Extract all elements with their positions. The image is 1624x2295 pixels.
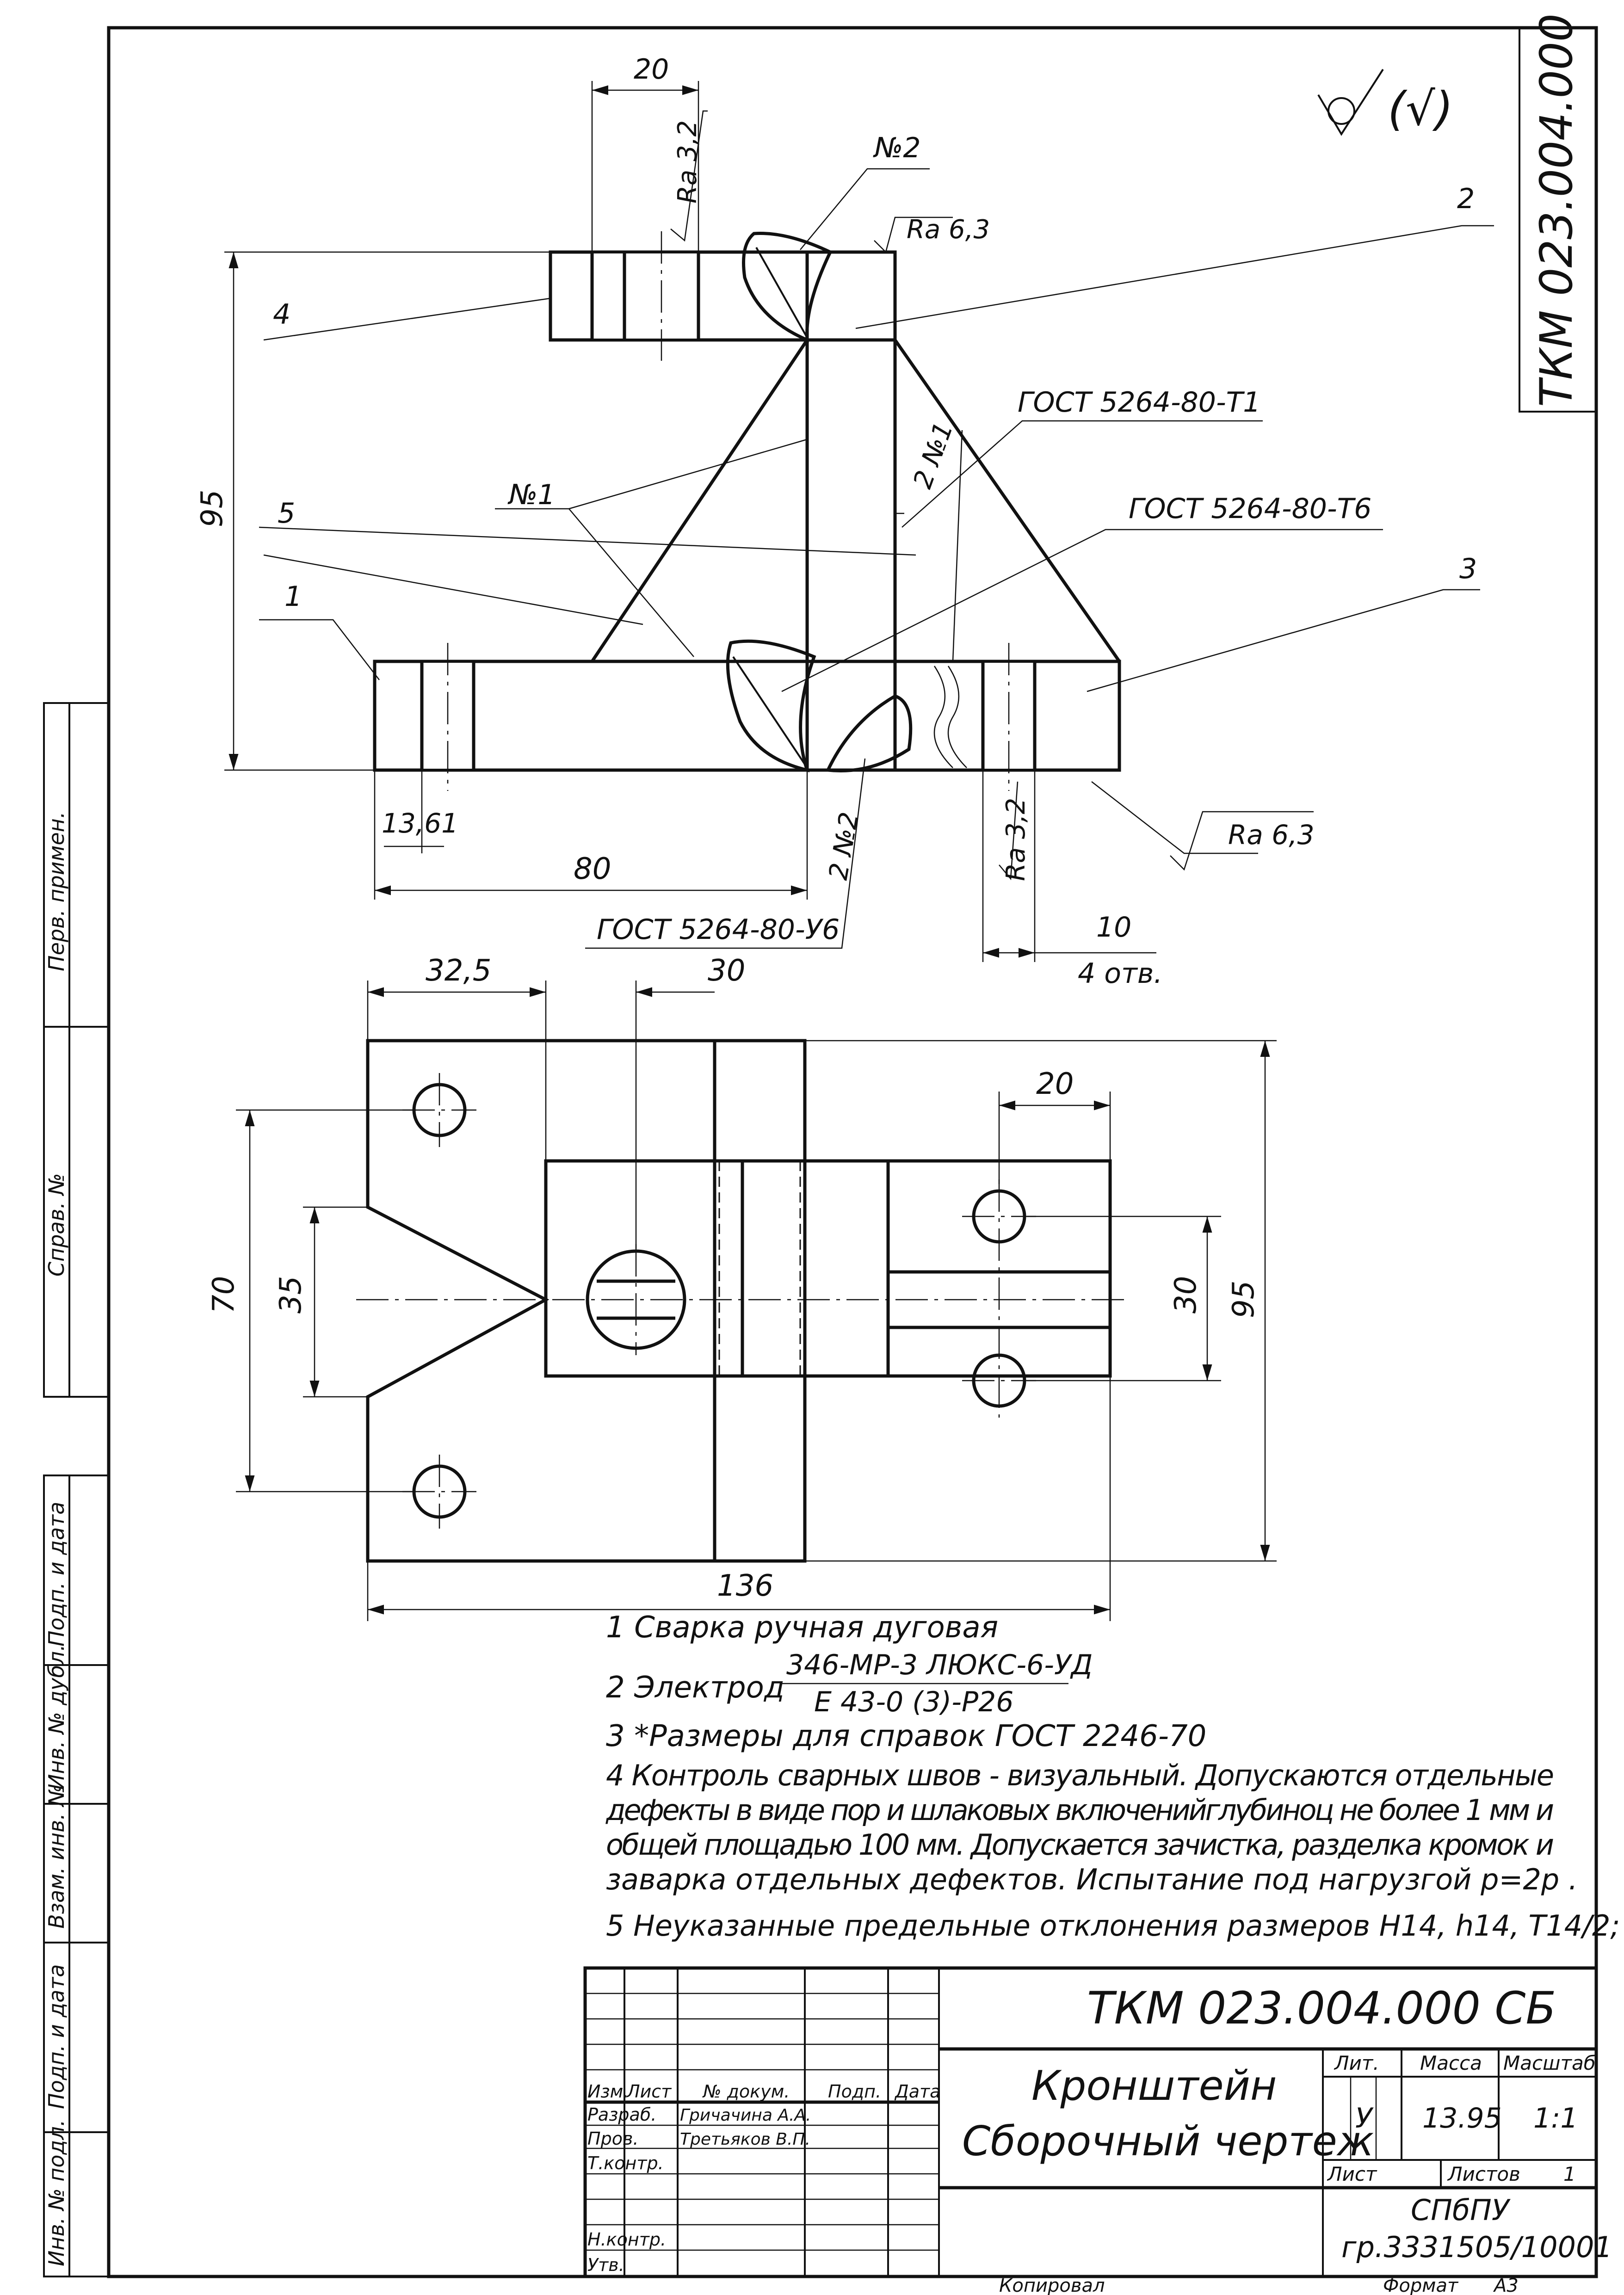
pos-1-label: 1 (284, 580, 302, 613)
roughness-general-symbol: (√) (1317, 68, 1453, 136)
note-5: 5 Неуказанные предельные отклонения разм… (606, 1909, 1624, 1943)
tb-col-dokum: № докум. (702, 2081, 790, 2102)
tb-org-line1: СПбПУ (1411, 2193, 1511, 2227)
tb-listov-label: Листов (1447, 2163, 1520, 2185)
footer-format-value: А3 (1493, 2275, 1519, 2295)
tb-tkontr-label: Т.контр. (587, 2153, 664, 2173)
weld-2no2-label: 2 №2 (823, 810, 865, 882)
tb-name-line2: Сборочный чертеж (962, 2117, 1374, 2165)
note-4-line2: дефекты в виде пор и шлаковых включенийг… (605, 1793, 1554, 1827)
stamp-podp-data-2: Подп. и дата (44, 1964, 69, 2109)
dim-70-label: 70 (207, 1276, 241, 1314)
dim-20-label: 20 (1036, 1067, 1074, 1101)
note-3: 3 *Размеры для справок ГОСТ 2246-70 (606, 1719, 1206, 1753)
stamp-podp-data-1: Подп. и дата (44, 1502, 69, 1647)
tb-lit-label: Лит. (1334, 2052, 1379, 2074)
note-2-prefix: 2 Электрод (606, 1671, 784, 1705)
ra-base-label: Ra 6,3 (1228, 819, 1315, 851)
stamp-sprav-no: Справ. № (44, 1173, 69, 1277)
tb-massa-value: 13.95 (1422, 2102, 1502, 2135)
gost-u6-label: ГОСТ 5264-80-У6 (597, 913, 840, 946)
side-stamp: Перв. примен. Справ. № Подп. и дата Инв.… (43, 702, 110, 2277)
dim-1361-label: 13,61 (382, 808, 458, 839)
note-4-line1: 4 Контроль сварных швов - визуальный. До… (606, 1758, 1554, 1792)
tb-utv-label: Утв. (587, 2255, 624, 2275)
dim-136-label: 136 (717, 1569, 773, 1603)
weld-2no1-label: 2 №1 (908, 418, 959, 493)
footer-kopiroval: Копировал (999, 2275, 1105, 2295)
tb-doc-code: ТКМ 023.004.000 СБ (1087, 1982, 1556, 2034)
dim-325-label: 32,5 (426, 954, 492, 988)
note-2-top: 346-МР-3 ЛЮКС-6-УД (786, 1649, 1093, 1681)
note-4-line3: общей площадью 100 мм. Допускается зачис… (606, 1828, 1554, 1862)
title-block: ТКМ 023.004.000 СБ Изм. Лист № докум. По… (583, 1966, 1612, 2278)
tb-col-data: Дата (894, 2081, 940, 2102)
gost-t1-label: ГОСТ 5264-80-Т1 (1018, 386, 1260, 419)
tb-prov-name: Третьяков В.П. (680, 2130, 810, 2149)
front-view: 20 Ra 3,2 Ra 6,3 №2 2 4 ГОСТ 5264-80-Т1 … (195, 53, 1494, 990)
tb-razrab-name: Гричачина А.А. (680, 2106, 811, 2125)
top-view: 32,5 30 20 70 35 30 95 136 (207, 954, 1277, 1621)
tb-col-podp: Подп. (828, 2081, 881, 2102)
tb-org-line2: гр.3331505/10001 (1341, 2230, 1612, 2264)
stamp-inv-podl: Инв. № подл. (44, 2120, 69, 2266)
tb-razrab-label: Разраб. (587, 2104, 656, 2125)
tb-nkontr-label: Н.контр. (587, 2229, 666, 2250)
dim-10-label: 10 (1096, 911, 1131, 944)
holes-note-label: 4 отв. (1078, 957, 1162, 990)
footer-format-label: Формат (1383, 2275, 1459, 2295)
weld-no1-label: №1 (507, 479, 556, 511)
dim-30-top-label: 30 (708, 954, 745, 988)
tb-list-label: Лист (1327, 2163, 1377, 2185)
tb-listov-value: 1 (1563, 2163, 1576, 2185)
pos-5-label: 5 (278, 497, 295, 530)
weld-no2-label: №2 (873, 132, 921, 164)
note-1: 1 Сварка ручная дуговая (606, 1610, 998, 1645)
svg-text:(√): (√) (1388, 82, 1453, 136)
dim-height-label: 95 (195, 490, 229, 527)
pos-4-label: 4 (273, 298, 290, 331)
side-code-box (1519, 27, 1597, 413)
tb-col-izm: Изм. (587, 2081, 629, 2102)
pos-2-label: 2 (1457, 183, 1475, 215)
technical-notes: 1 Сварка ручная дуговая 2 Электрод 346-М… (605, 1610, 1624, 1943)
dim-top-width-label: 20 (634, 53, 669, 86)
note-2-bottom: Е 43-0 (3)-Р26 (814, 1686, 1013, 1718)
pos-3-label: 3 (1459, 553, 1477, 585)
dim-30-right-label: 30 (1169, 1276, 1203, 1314)
stamp-perv-primen: Перв. примен. (44, 812, 69, 971)
gost-t6-label: ГОСТ 5264-80-Т6 (1129, 493, 1371, 525)
note-4-line4: заварка отдельных дефектов. Испытание по… (606, 1863, 1578, 1896)
dim-80-label: 80 (574, 852, 611, 886)
dim-35-label: 35 (274, 1276, 308, 1314)
stamp-inv-dubl: Инв. № дубл. (44, 1644, 69, 1790)
tb-prov-label: Пров. (587, 2128, 638, 2149)
stamp-vzam-inv: Взам. инв. № (44, 1784, 69, 1929)
tb-masshtab-value: 1:1 (1533, 2102, 1578, 2135)
ra-hole-label: Ra 3,2 (1001, 798, 1031, 881)
dim-95-label: 95 (1227, 1281, 1261, 1318)
tb-col-list: Лист (626, 2081, 672, 2102)
ra-vertical-label: Ra 6,3 (907, 215, 990, 245)
tb-massa-label: Масса (1420, 2052, 1482, 2074)
tb-masshtab-label: Масштаб (1503, 2052, 1596, 2074)
side-doc-code: ТКМ 023.004.000 СБ (1531, 0, 1582, 407)
ra-top-label: Ra 3,2 (673, 120, 703, 204)
tb-name-line1: Кронштейн (1031, 2062, 1277, 2110)
tb-lit-value: У (1355, 2102, 1374, 2135)
